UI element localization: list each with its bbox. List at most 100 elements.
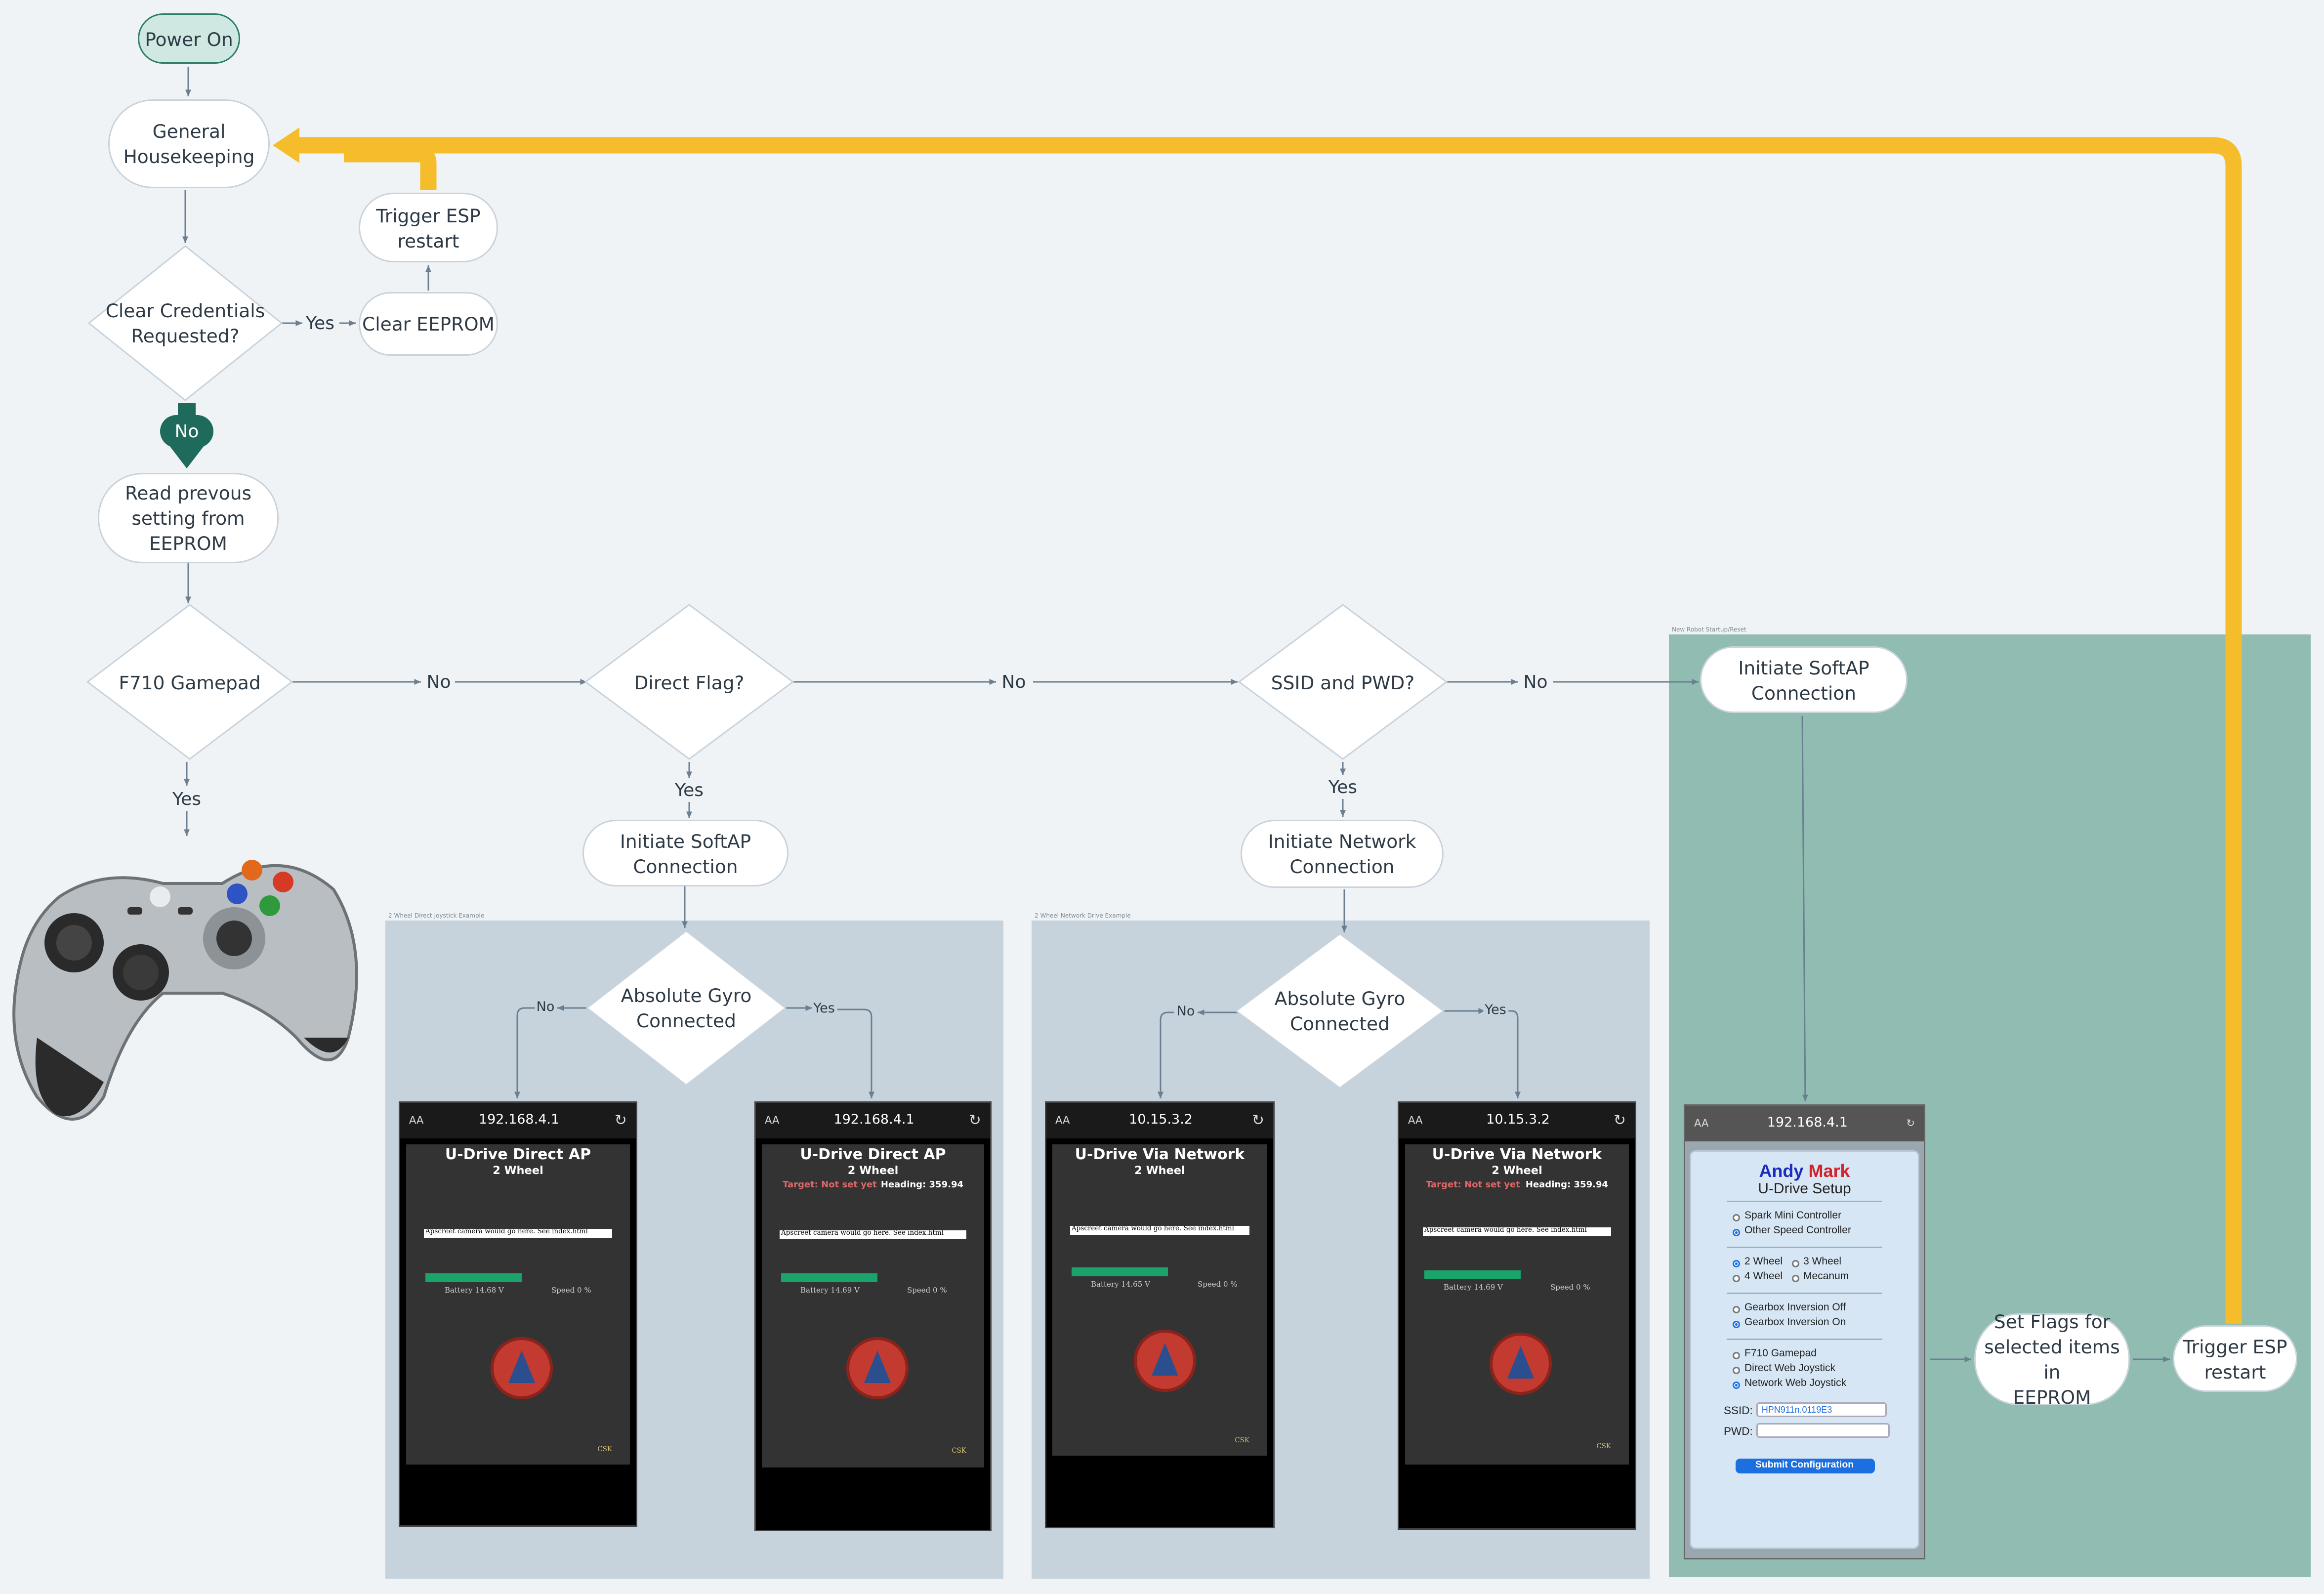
joystick-logo[interactable] [1134,1330,1196,1392]
gamepad-illustration [12,860,358,1121]
edge-label-yes-direct: Yes [673,780,706,800]
initiate-softap-top-node: Initiate SoftAP Connection [1700,646,1908,713]
battery-bar [425,1273,522,1282]
radio-2-wheel[interactable]: 2 Wheel [1733,1256,1783,1270]
setup-title: U-Drive Setup [1758,1181,1851,1198]
f710-gamepad-decision: F710 Gamepad [119,671,261,693]
url-bar[interactable]: 192.168.4.1 [1767,1116,1848,1131]
phone-direct-ap-basic: AA 192.168.4.1 ↻ U-Drive Direct AP 2 Wheel… [399,1101,637,1527]
text-size-icon[interactable]: AA [409,1115,424,1127]
battery-text: Battery 14.69 V [1444,1284,1503,1293]
joystick-logo[interactable] [846,1337,909,1399]
url-bar[interactable]: 192.168.4.1 [478,1113,560,1128]
page-subtitle: 2 Wheel [493,1164,543,1177]
radio-4-wheel[interactable]: 4 Wheel [1733,1270,1783,1285]
edge-label-yes-gyro-left: Yes [812,1002,836,1017]
text-size-icon[interactable]: AA [765,1115,780,1127]
battery-text: Battery 14.69 V [800,1287,860,1296]
submit-configuration-button[interactable]: Submit Configuration [1735,1459,1874,1473]
brand-logo: Andy Mark [1759,1161,1850,1181]
pwd-input[interactable] [1755,1423,1889,1438]
reload-icon[interactable]: ↻ [614,1112,627,1129]
text-size-icon[interactable]: AA [1408,1115,1423,1127]
radio-gearbox-off[interactable]: Gearbox Inversion Off [1733,1301,1918,1316]
url-bar[interactable]: 10.15.3.2 [1129,1113,1193,1128]
page-subtitle: 2 Wheel [847,1164,899,1177]
initiate-network-node: Initiate Network Connection [1241,820,1444,888]
text-size-icon[interactable]: AA [1694,1118,1709,1130]
ssid-pwd-decision: SSID and PWD? [1271,671,1415,693]
gyro-left-decision: Absolute Gyro Connected [621,984,752,1032]
battery-text: Battery 14.65 V [1091,1281,1150,1290]
heading-text: Heading: 359.94 [880,1180,963,1190]
edge-label-yes-f710: Yes [170,789,203,809]
radio-network-web[interactable]: Network Web Joystick [1733,1377,1918,1392]
footer-text: CSK [597,1447,612,1454]
phone-network-basic: AA 10.15.3.2 ↻ U-Drive Via Network 2 Wheel… [1045,1101,1275,1528]
speed-text: Speed 0 % [907,1287,947,1296]
page-title: U-Drive Direct AP [800,1147,946,1164]
page-title: U-Drive Via Network [1075,1147,1245,1164]
trigger-restart-right-node: Trigger ESP restart [2173,1325,2297,1392]
target-text: Target: Not set yet [1426,1180,1520,1190]
reload-icon[interactable]: ↻ [1906,1118,1915,1130]
joystick-logo[interactable] [1490,1333,1552,1395]
joystick-logo[interactable] [491,1337,553,1399]
url-bar[interactable]: 10.15.3.2 [1486,1113,1550,1128]
footer-text: CSK [1235,1438,1249,1445]
reload-icon[interactable]: ↻ [1251,1112,1264,1129]
trigger-restart-top-node: Trigger ESP restart [359,193,498,262]
clear-eeprom-node: Clear EEPROM [359,292,498,356]
heading-text: Heading: 359.94 [1525,1180,1608,1190]
speed-text: Speed 0 % [1550,1284,1590,1293]
edge-label-no-gyro-left: No [535,1001,556,1015]
battery-bar [781,1273,877,1282]
set-flags-node: Set Flags for selected items in EEPROM [1974,1310,2130,1408]
target-text: Target: Not set yet [783,1180,877,1190]
camera-placeholder: Apscreet camera would go here. See index… [1070,1226,1249,1235]
ssid-label: SSID: [1724,1403,1753,1417]
page-subtitle: 2 Wheel [1134,1164,1185,1177]
battery-bar [1072,1267,1168,1276]
radio-direct-web[interactable]: Direct Web Joystick [1733,1362,1918,1377]
edge-label-yes-gyro-right: Yes [1483,1004,1508,1018]
page-subtitle: 2 Wheel [1492,1164,1542,1177]
setup-form: Andy Mark U-Drive Setup Spark Mini Contr… [1690,1150,1919,1549]
footer-text: CSK [1596,1444,1611,1451]
edge-label-no-gyro-right: No [1175,1005,1197,1020]
radio-f710[interactable]: F710 Gamepad [1733,1347,1918,1362]
camera-placeholder: Apscreet camera would go here. See index… [424,1229,612,1238]
radio-other-controller[interactable]: Other Speed Controller [1733,1224,1918,1239]
page-title: U-Drive Via Network [1432,1147,1602,1164]
camera-placeholder: Apscreet camera would go here. See index… [1423,1227,1611,1236]
reload-icon[interactable]: ↻ [1613,1112,1626,1129]
radio-3-wheel[interactable]: 3 Wheel [1791,1256,1841,1270]
radio-gearbox-on[interactable]: Gearbox Inversion On [1733,1316,1918,1331]
initiate-softap-mid-node: Initiate SoftAP Connection [582,820,788,886]
phone-direct-ap-gyro: AA 192.168.4.1 ↻ U-Drive Direct AP 2 Wheel… [754,1101,992,1531]
speed-text: Speed 0 % [1198,1281,1238,1290]
speed-text: Speed 0 % [551,1287,591,1296]
footer-text: CSK [952,1448,966,1456]
page-title: U-Drive Direct AP [445,1147,591,1164]
radio-mecanum[interactable]: Mecanum [1791,1270,1849,1285]
reset-caption: New Robot Startup/Reset [1672,626,1746,633]
no-badge: No [160,415,213,448]
direct-example-caption: 2 Wheel Direct Joystick Example [388,912,485,919]
phone-network-gyro: AA 10.15.3.2 ↻ U-Drive Via Network 2 Wheel… [1398,1101,1636,1530]
direct-flag-decision: Direct Flag? [634,671,745,693]
text-size-icon[interactable]: AA [1055,1115,1070,1127]
battery-bar [1424,1270,1521,1279]
read-previous-node: Read prevous setting from EEPROM [98,473,279,563]
power-on-node: Power On [138,13,240,64]
ssid-select[interactable]: HPN911n.0119E3 [1755,1402,1886,1417]
url-bar[interactable]: 192.168.4.1 [833,1113,914,1128]
edge-label-yes-clear: Yes [304,313,336,334]
camera-placeholder: Apscreet camera would go here. See index… [780,1230,966,1239]
edge-label-no-f710: No [425,671,453,692]
radio-spark-mini[interactable]: Spark Mini Controller [1733,1210,1918,1224]
edge-label-no-direct: No [1000,671,1028,692]
pwd-label: PWD: [1724,1424,1753,1437]
reload-icon[interactable]: ↻ [968,1112,981,1129]
